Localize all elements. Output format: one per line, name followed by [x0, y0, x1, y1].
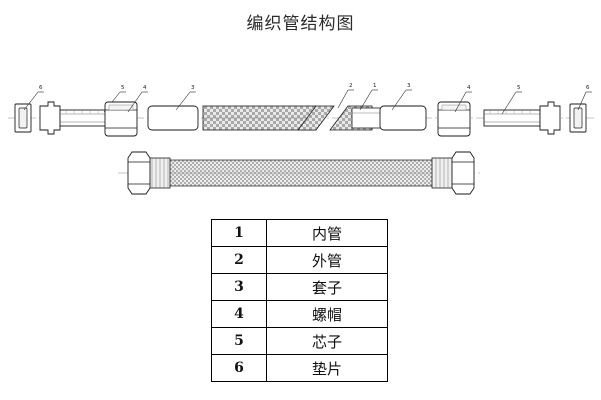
part-inner-tube	[329, 105, 383, 131]
part-name: 外管	[266, 246, 388, 274]
page-title: 编织管结构图	[246, 14, 355, 34]
svg-text:6: 6	[39, 85, 43, 91]
table-row: 2 外管	[211, 246, 388, 274]
part-index: 6	[211, 354, 267, 382]
svg-text:6: 6	[586, 85, 590, 91]
table-row: 1 内管	[211, 219, 388, 247]
callout-4-right: 4	[454, 85, 472, 113]
parts-table-body: 1 内管 2 外管 3 套子 4 螺帽 5 芯子 6 垫片	[211, 219, 388, 382]
callout-5-right: 5	[501, 85, 522, 115]
svg-text:1: 1	[373, 83, 377, 89]
part-name: 垫片	[266, 354, 388, 382]
svg-text:3: 3	[191, 85, 195, 91]
assembled-hose-view	[118, 151, 480, 195]
part-name: 芯子	[266, 327, 388, 355]
assembly-nut-right	[451, 151, 475, 195]
part-index: 2	[211, 246, 267, 274]
svg-text:2: 2	[349, 83, 353, 89]
assembly-nut-left	[127, 151, 151, 195]
table-row: 6 垫片	[211, 354, 388, 382]
part-nut-right	[437, 101, 471, 137]
callout-6-right: 6	[577, 85, 592, 111]
svg-text:5: 5	[517, 85, 521, 91]
assembly-braid-body	[167, 159, 435, 187]
part-index: 4	[211, 300, 267, 328]
svg-text:3: 3	[407, 83, 411, 89]
part-sleeve-right	[379, 105, 427, 131]
svg-text:4: 4	[467, 85, 471, 91]
table-row: 3 套子	[211, 273, 388, 301]
part-index: 5	[211, 327, 267, 355]
callout-4-left: 4	[127, 85, 148, 113]
part-name: 螺帽	[266, 300, 388, 328]
callout-3-right: 3	[391, 83, 412, 111]
assembly-ferrule-left	[147, 157, 171, 189]
table-row: 4 螺帽	[211, 300, 388, 328]
part-sleeve-left	[147, 105, 199, 131]
callout-2: 2	[337, 83, 354, 109]
callout-6-left: 6	[23, 85, 44, 111]
part-name: 套子	[266, 273, 388, 301]
part-core-right	[483, 101, 561, 135]
part-gasket-right	[569, 103, 587, 133]
svg-text:5: 5	[121, 85, 125, 91]
svg-text:4: 4	[143, 85, 147, 91]
part-name: 内管	[266, 219, 388, 247]
callout-3-left: 3	[175, 85, 196, 111]
part-nut-left	[104, 101, 138, 137]
part-gasket-left	[14, 103, 32, 133]
part-index: 3	[211, 273, 267, 301]
part-index: 1	[211, 219, 267, 247]
assembly-ferrule-right	[431, 157, 455, 189]
exploded-parts-view: 6 5 4 3	[8, 83, 594, 137]
parts-table: 1 内管 2 外管 3 套子 4 螺帽 5 芯子 6 垫片	[211, 219, 388, 382]
table-row: 5 芯子	[211, 327, 388, 355]
callout-1: 1	[359, 83, 378, 111]
part-outer-braid-tube	[202, 105, 335, 131]
